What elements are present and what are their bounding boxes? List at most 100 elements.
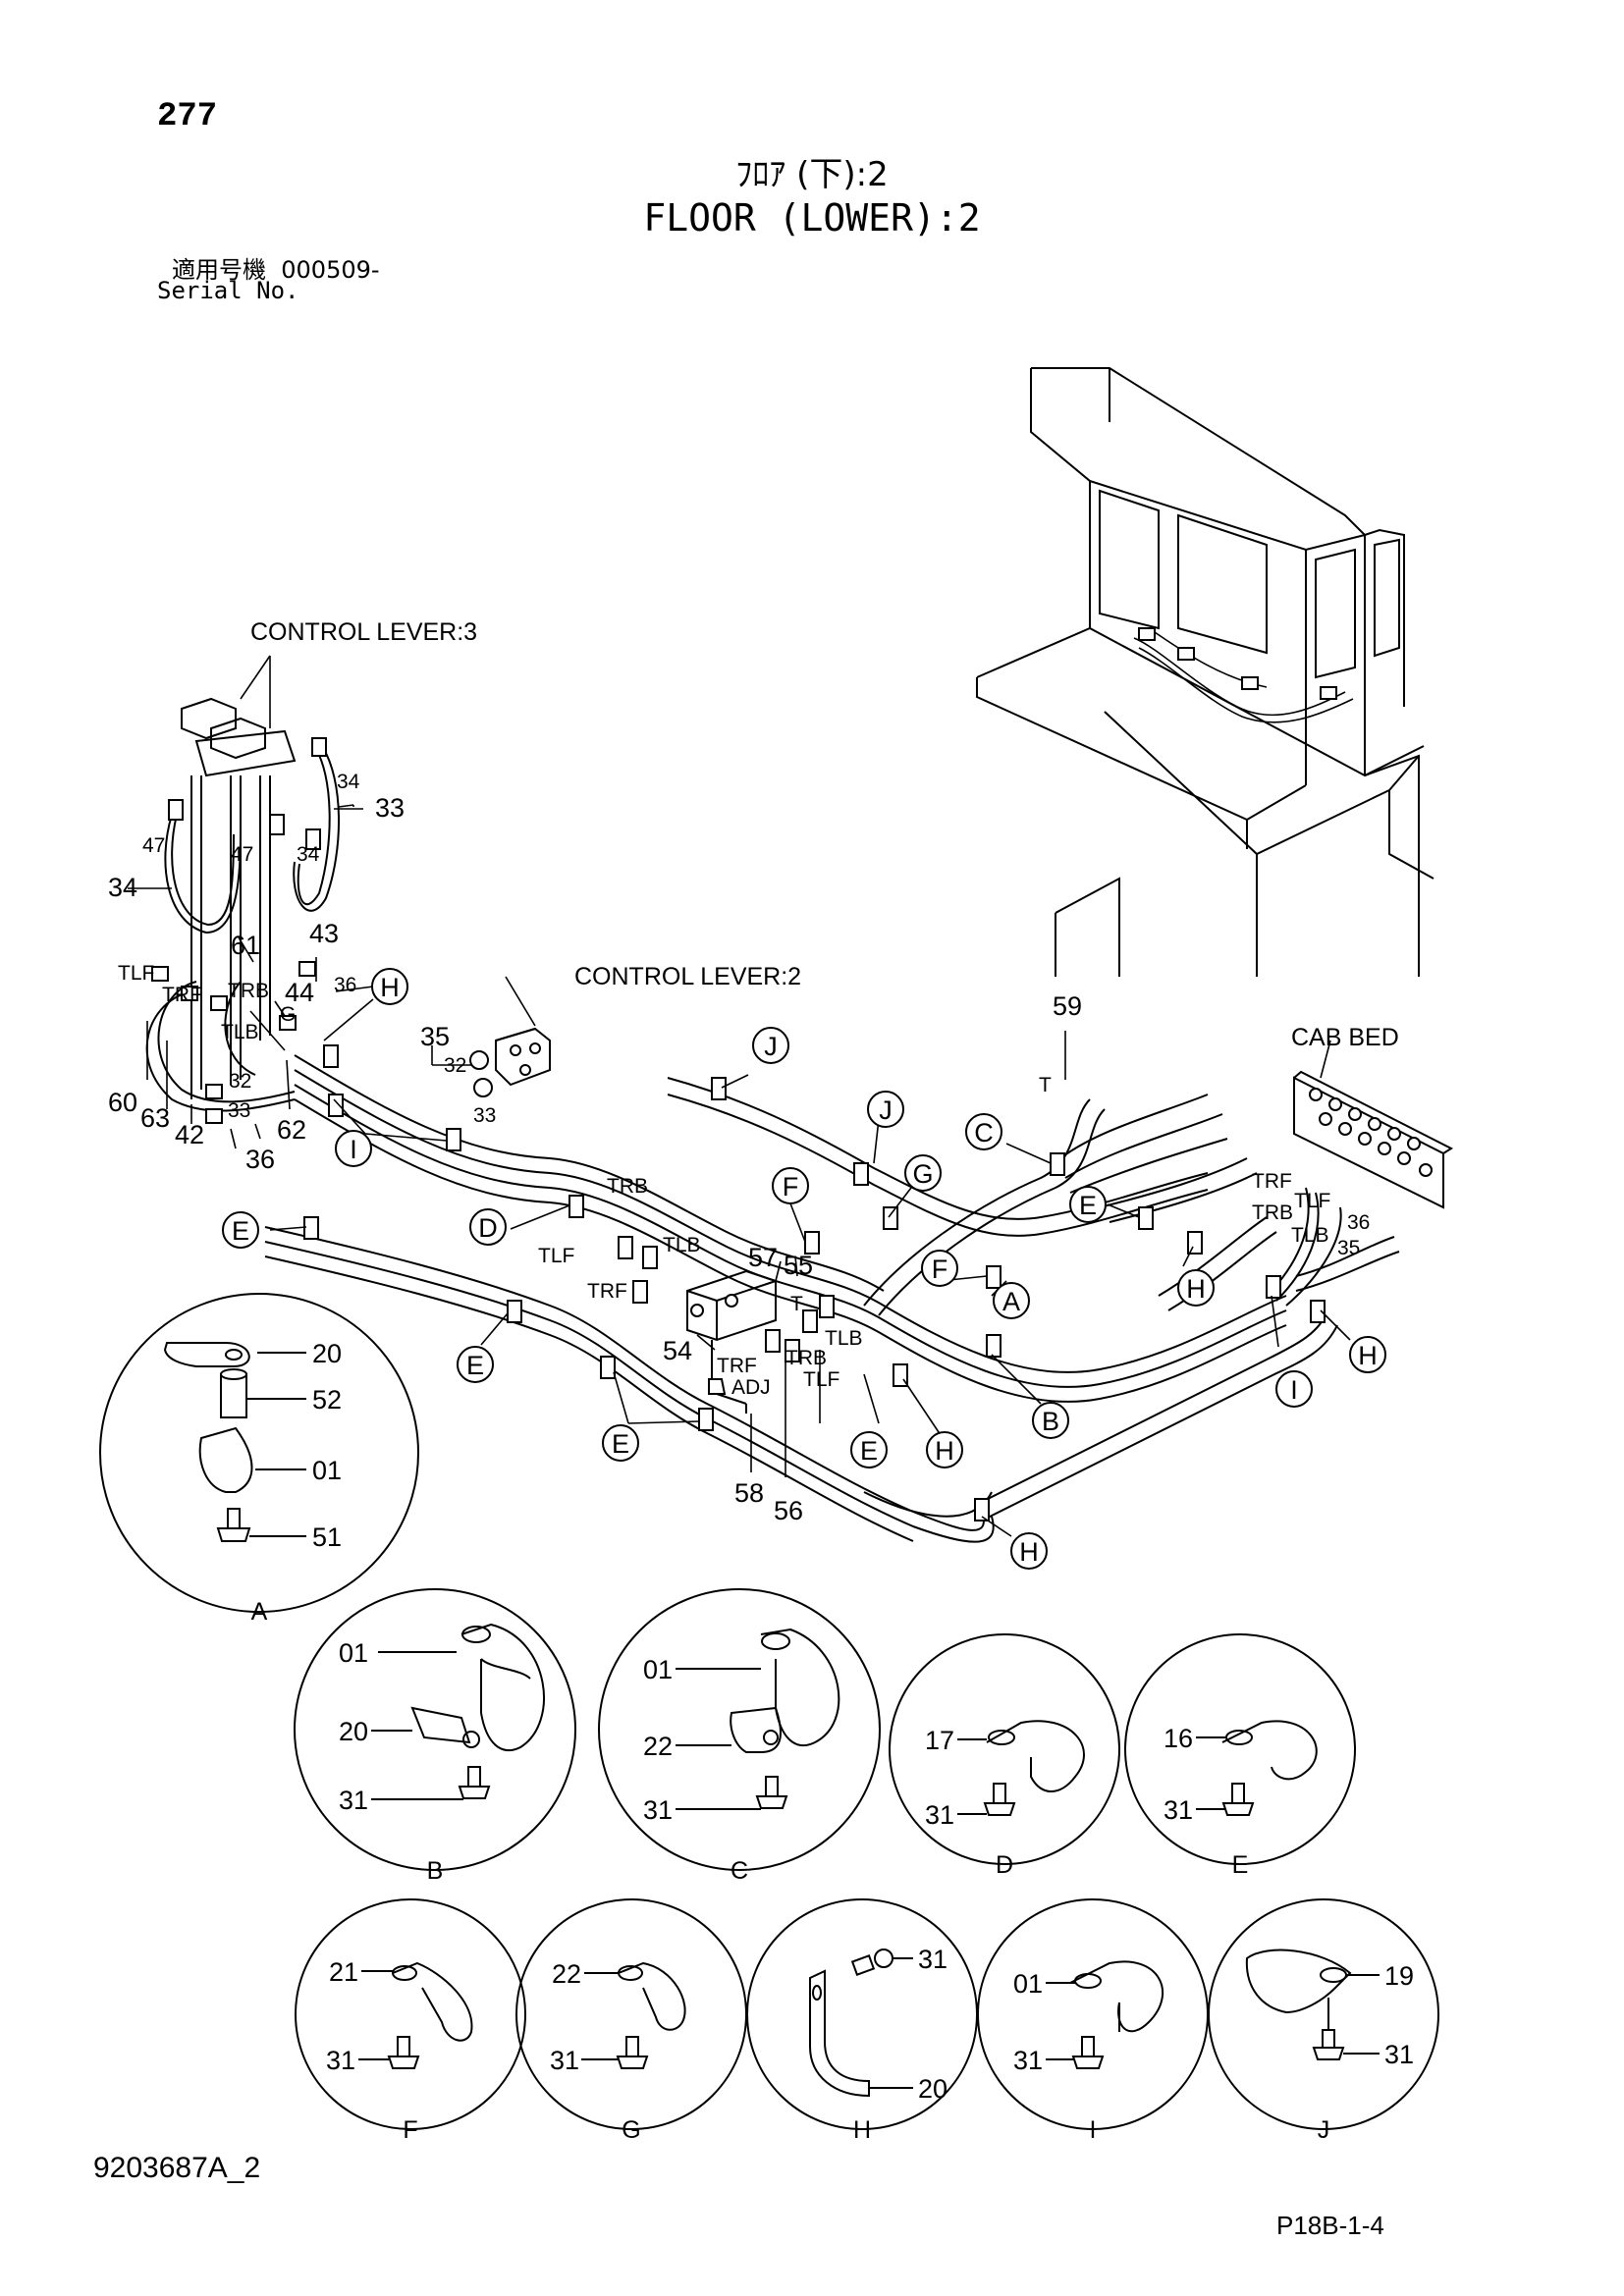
port-label-tlb-1: TLB: [221, 1021, 259, 1043]
detail-g-part-1: 22: [552, 1959, 581, 1989]
part-number-labels: 33 34 47 47 34 34 43 61 44 36 35 32 33 3…: [108, 771, 1370, 1525]
part-label-34: 34: [337, 771, 360, 793]
port-label-trf-1: TRF: [162, 984, 202, 1006]
part-label-43: 43: [309, 919, 339, 948]
serial-label: Serial No.: [157, 277, 299, 304]
detail-g-part-2: 31: [550, 2046, 579, 2075]
port-label-tlf-4: TLF: [1294, 1190, 1330, 1212]
cab-bed-plate: [1293, 1070, 1454, 1209]
detail-letter-c: C: [731, 1857, 748, 1885]
marker-e-5: E: [860, 1436, 878, 1466]
part-label-34c: 34: [297, 843, 320, 866]
detail-section-letters: A B C D E F G H I J: [251, 1598, 1330, 2144]
port-label-trb-2: TRB: [607, 1175, 648, 1198]
detail-f-contents: [358, 1961, 473, 2069]
part-label-36c: 36: [1347, 1211, 1370, 1234]
port-label-trf-4: TRF: [1252, 1170, 1292, 1193]
port-label-trb-1: TRB: [228, 980, 269, 1002]
port-label-g: G: [280, 1003, 296, 1026]
document-number: 9203687A_2: [93, 2152, 261, 2184]
hose-bundles: [264, 1054, 1400, 1543]
detail-b-part-3: 31: [339, 1786, 368, 1815]
circle-marker-letters: H I J J C G F F E E D A H H E I B E E H …: [232, 973, 1378, 1567]
detail-letter-e: E: [1232, 1851, 1249, 1879]
detail-letter-a: A: [251, 1598, 268, 1626]
part-label-60: 60: [108, 1088, 137, 1117]
port-label-tlb-3: TLB: [825, 1327, 863, 1350]
port-label-t-1: T: [1039, 1074, 1052, 1096]
detail-d-contents: [957, 1720, 1085, 1816]
part-label-44: 44: [285, 978, 314, 1007]
control-lever-2-valve: [469, 1027, 551, 1097]
marker-h-1: H: [380, 973, 400, 1002]
marker-d-1: D: [478, 1213, 498, 1243]
detail-part-numbers: 20 52 01 51 01 20 31 01 22 31 17 31 16 3…: [312, 1339, 1414, 2104]
marker-c-1: C: [974, 1118, 994, 1148]
page-title: FLOOR (LOWER):2: [643, 196, 981, 240]
part-label-61: 61: [231, 931, 260, 960]
detail-c-part-3: 31: [643, 1795, 673, 1825]
part-label-57: 57: [748, 1243, 778, 1272]
marker-j-1: J: [764, 1032, 778, 1061]
marker-j-2: J: [879, 1095, 893, 1125]
detail-a-contents: [163, 1342, 306, 1542]
part-label-36: 36: [334, 974, 356, 996]
callout-texts: CONTROL LEVER:3 CONTROL LEVER:2 CAB BED: [250, 618, 1399, 1051]
control-lever-3-assembly: [145, 697, 341, 1124]
detail-letter-j: J: [1318, 2116, 1330, 2144]
marker-b-1: B: [1042, 1407, 1059, 1436]
port-label-trf-2: TRF: [587, 1280, 627, 1303]
detail-letter-i: I: [1090, 2116, 1097, 2144]
detail-a-part-3: 01: [312, 1456, 342, 1485]
marker-e-1: E: [1079, 1191, 1097, 1220]
detail-c-part-2: 22: [643, 1732, 673, 1761]
detail-b-part-1: 01: [339, 1638, 368, 1668]
marker-a-1: A: [1002, 1287, 1020, 1316]
part-label-42: 42: [175, 1120, 204, 1149]
page-number: 277: [157, 98, 218, 135]
detail-h-part-2: 20: [918, 2074, 947, 2104]
detail-c-part-1: 01: [643, 1655, 673, 1684]
part-label-47b: 47: [231, 843, 253, 866]
detail-circles: [99, 1293, 1439, 2130]
detail-d-part-2: 31: [925, 1800, 954, 1830]
part-label-55: 55: [784, 1251, 813, 1280]
detail-letter-g: G: [622, 2116, 640, 2144]
detail-g-contents: [581, 1961, 686, 2069]
detail-e-part-1: 16: [1164, 1724, 1193, 1753]
part-label-34b: 34: [108, 873, 137, 902]
serial-value: 000509-: [281, 256, 380, 284]
port-label-tlf-2: TLF: [538, 1245, 574, 1267]
detail-j-contents: [1245, 1949, 1380, 2060]
serial-range: 適用号機 000509-: [172, 250, 380, 285]
detail-h-part-1: 31: [918, 1945, 947, 1974]
page-title-japanese: ﾌﾛｱ (下):2: [735, 155, 889, 194]
detail-letter-h: H: [853, 2116, 871, 2144]
hose-clamps: [303, 1044, 1326, 1522]
marker-h-4: H: [935, 1436, 954, 1466]
port-label-trb-4: TRB: [1252, 1201, 1293, 1224]
detail-letter-d: D: [996, 1851, 1013, 1879]
part-label-35: 35: [420, 1022, 450, 1051]
part-label-33: 33: [375, 793, 405, 823]
part-label-62: 62: [277, 1115, 306, 1145]
marker-h-5: H: [1019, 1537, 1039, 1567]
detail-letter-b: B: [427, 1857, 444, 1885]
port-label-tlb-4: TLB: [1291, 1224, 1329, 1247]
detail-f-part-2: 31: [326, 2046, 355, 2075]
marker-i-2: I: [1290, 1375, 1298, 1405]
detail-e-part-2: 31: [1164, 1795, 1193, 1825]
detail-i-part-1: 01: [1013, 1969, 1043, 1999]
marker-h-2: H: [1186, 1274, 1206, 1304]
port-label-adj: ADJ: [731, 1376, 771, 1399]
callout-control-lever-3: CONTROL LEVER:3: [250, 618, 477, 646]
detail-j-part-2: 31: [1384, 2040, 1414, 2069]
marker-i-1: I: [350, 1135, 357, 1164]
detail-b-contents: [371, 1623, 545, 1800]
part-label-32b: 32: [229, 1070, 251, 1093]
serial-label-japanese: 適用号機: [172, 256, 266, 284]
detail-j-part-1: 19: [1384, 1961, 1414, 1991]
part-label-54: 54: [663, 1336, 692, 1365]
port-label-trb-3: TRB: [785, 1347, 827, 1369]
